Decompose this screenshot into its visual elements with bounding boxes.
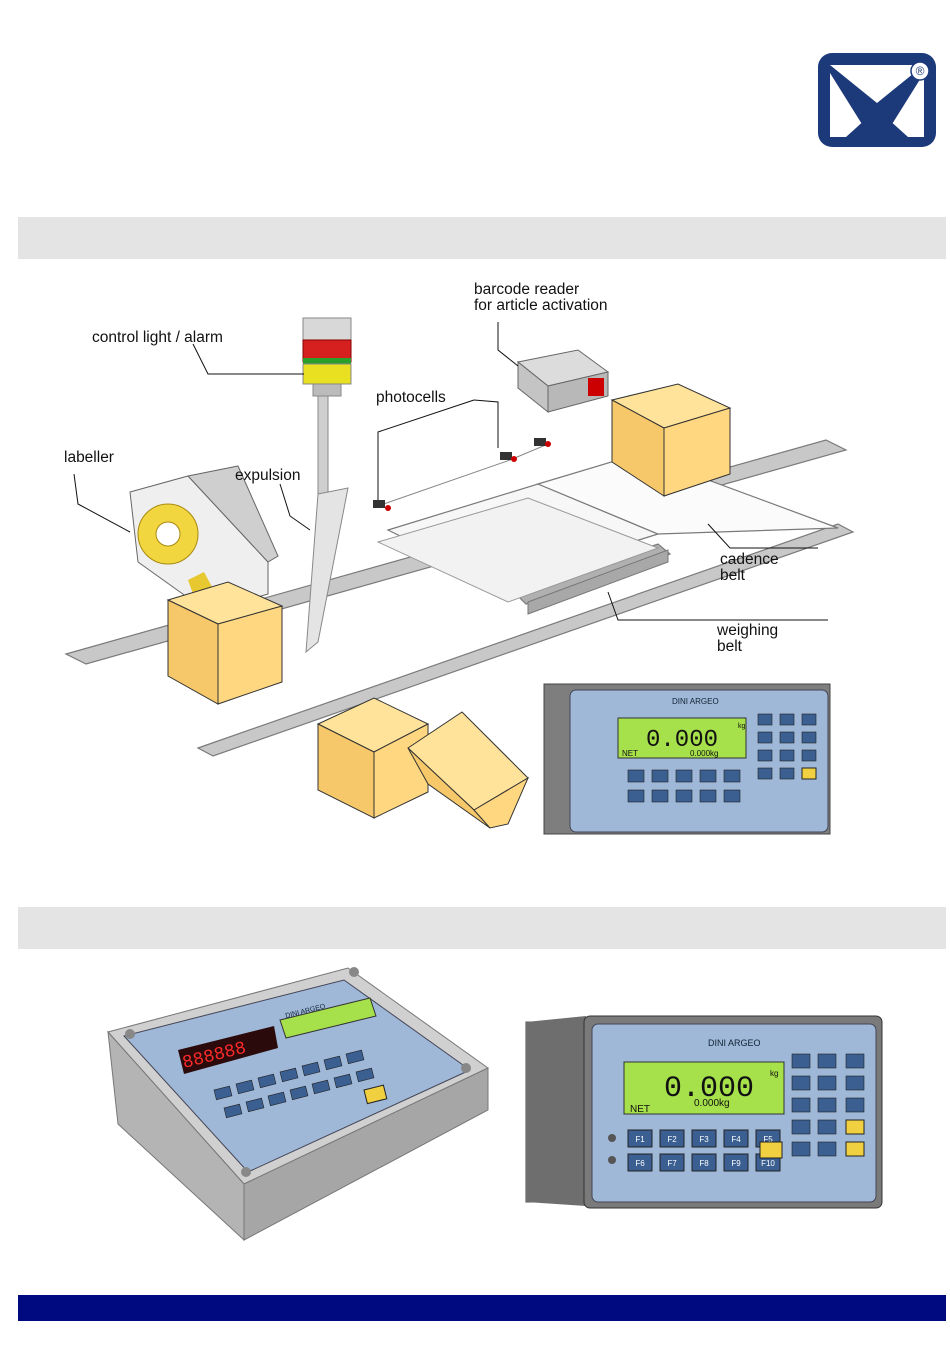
function-key-label: F4 [731,1135,741,1144]
function-key-label: F6 [635,1159,645,1168]
photocells-label: photocells [376,390,446,406]
box-icon [168,582,282,704]
function-key-label: F7 [667,1159,677,1168]
expulsion-label: expulsion [235,468,301,484]
cadence-belt-label: cadence [720,552,779,568]
barcode-reader-icon [518,350,608,412]
svg-text:NET: NET [622,749,638,758]
weighing-belt-label: weighing [717,623,778,639]
footer-bar [18,1295,946,1321]
svg-text:0.000kg: 0.000kg [694,1098,730,1109]
function-key-label: F2 [667,1135,677,1144]
svg-text:kg: kg [738,723,746,730]
function-key-label: F3 [699,1135,709,1144]
svg-text:®: ® [916,64,925,78]
box-icon [318,698,428,818]
cadence-belt-label-2: belt [720,568,745,584]
svg-text:DINI ARGEO: DINI ARGEO [708,1038,761,1048]
function-key-label: F10 [761,1159,775,1168]
function-key-label: F9 [731,1159,741,1168]
panel-indicator-icon: 0.000 NET 0.000kg kg DINI ARGEO [544,684,830,834]
dini-argeo-logo-icon: ® [816,51,938,149]
labeller-label: labeller [64,450,114,466]
expulsion-icon [306,488,348,652]
section-header-band [18,217,946,259]
svg-text:kg: kg [770,1069,778,1078]
section-header-band [18,907,946,949]
barcode-reader-label-2: for article activation [474,298,608,314]
svg-text:NET: NET [630,1104,650,1115]
svg-text:0.000kg: 0.000kg [690,749,718,758]
function-key-label: F1 [635,1135,645,1144]
conveyor-diagram: 0.000 NET 0.000kg kg DINI ARGEO [18,262,946,862]
svg-text:DINI ARGEO: DINI ARGEO [672,697,719,706]
control-light-icon [303,318,351,500]
barcode-reader-label: barcode reader [474,282,579,298]
desktop-indicator-icon: 888888 DINI ARGEO [108,967,488,1240]
function-key-label: F8 [699,1159,709,1168]
product-photos: 888888 DINI ARGEO 0 [18,950,946,1250]
weighing-belt-label-2: belt [717,639,742,655]
control-light-label: control light / alarm [92,330,223,346]
